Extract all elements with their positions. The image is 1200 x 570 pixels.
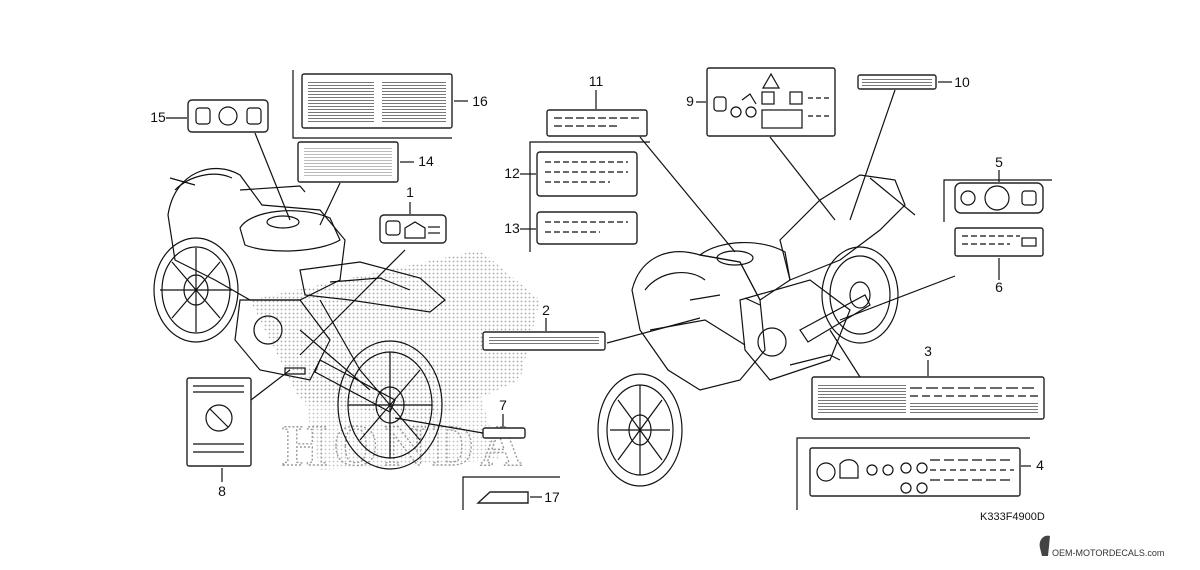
decal-3: 3 [811, 329, 1045, 420]
rider-icon [839, 459, 859, 479]
callout-number: 16 [472, 93, 488, 109]
decal-7: 7 [394, 397, 526, 439]
callout-number: 1 [406, 184, 414, 200]
warning-triangle-icon [761, 72, 781, 89]
motorcycle-pictogram [866, 464, 878, 476]
diagram-code: K333F4900D [980, 511, 1045, 523]
decal-12: 12 [504, 141, 650, 252]
no-entry-icon [205, 404, 233, 432]
helmet-icon [816, 462, 836, 482]
motorcycle-right-view [597, 174, 916, 487]
decal-16: 16 [292, 70, 488, 139]
decal-2: 2 [482, 302, 701, 351]
callout-number: 4 [1036, 457, 1044, 473]
callout-number: 5 [995, 154, 1003, 170]
callout-number: 11 [589, 73, 604, 89]
decal-15: 15 [150, 99, 291, 221]
decal-8: 8 [186, 369, 291, 499]
watermark-text: OEM-MOTORDECALS.com [1052, 548, 1164, 558]
lock-warning-icon [404, 221, 426, 239]
decal-4: 4 [796, 437, 1044, 510]
book-icon [385, 220, 401, 236]
decal-11: 11 [546, 73, 736, 253]
watermark: OEM-MOTORDECALS.com [1039, 535, 1164, 558]
decal-10: 10 [849, 74, 970, 221]
callout-number: 9 [686, 93, 694, 109]
helmet-book-icon [218, 106, 238, 126]
callout-number: 3 [924, 343, 932, 359]
callout-number: 2 [542, 302, 550, 318]
callout-number: 7 [499, 397, 507, 413]
seal-logo-icon [1039, 535, 1050, 556]
decal-14: 14 [297, 141, 434, 226]
callout-number: 12 [504, 165, 520, 181]
book-icon [713, 96, 727, 112]
callout-number: 10 [954, 74, 970, 90]
callout-number: 14 [418, 153, 434, 169]
key-icon [960, 190, 976, 206]
callout-number: 17 [544, 489, 560, 505]
decal-1: 1 [299, 184, 447, 356]
decal-5: 5 [943, 154, 1052, 222]
book-icon [1021, 190, 1037, 206]
decal-9: 9 [686, 67, 836, 221]
helmet-key-icon [984, 185, 1010, 211]
decal-13: 13 [504, 211, 638, 245]
callout-number: 8 [218, 483, 226, 499]
book-icon [195, 107, 211, 125]
callout-number: 13 [504, 220, 520, 236]
decal-6: 6 [839, 227, 1044, 321]
decal-17: 17 [462, 476, 560, 510]
callout-number: 6 [995, 279, 1003, 295]
motorcycle-left-view [153, 167, 446, 470]
callout-number: 15 [150, 109, 166, 125]
